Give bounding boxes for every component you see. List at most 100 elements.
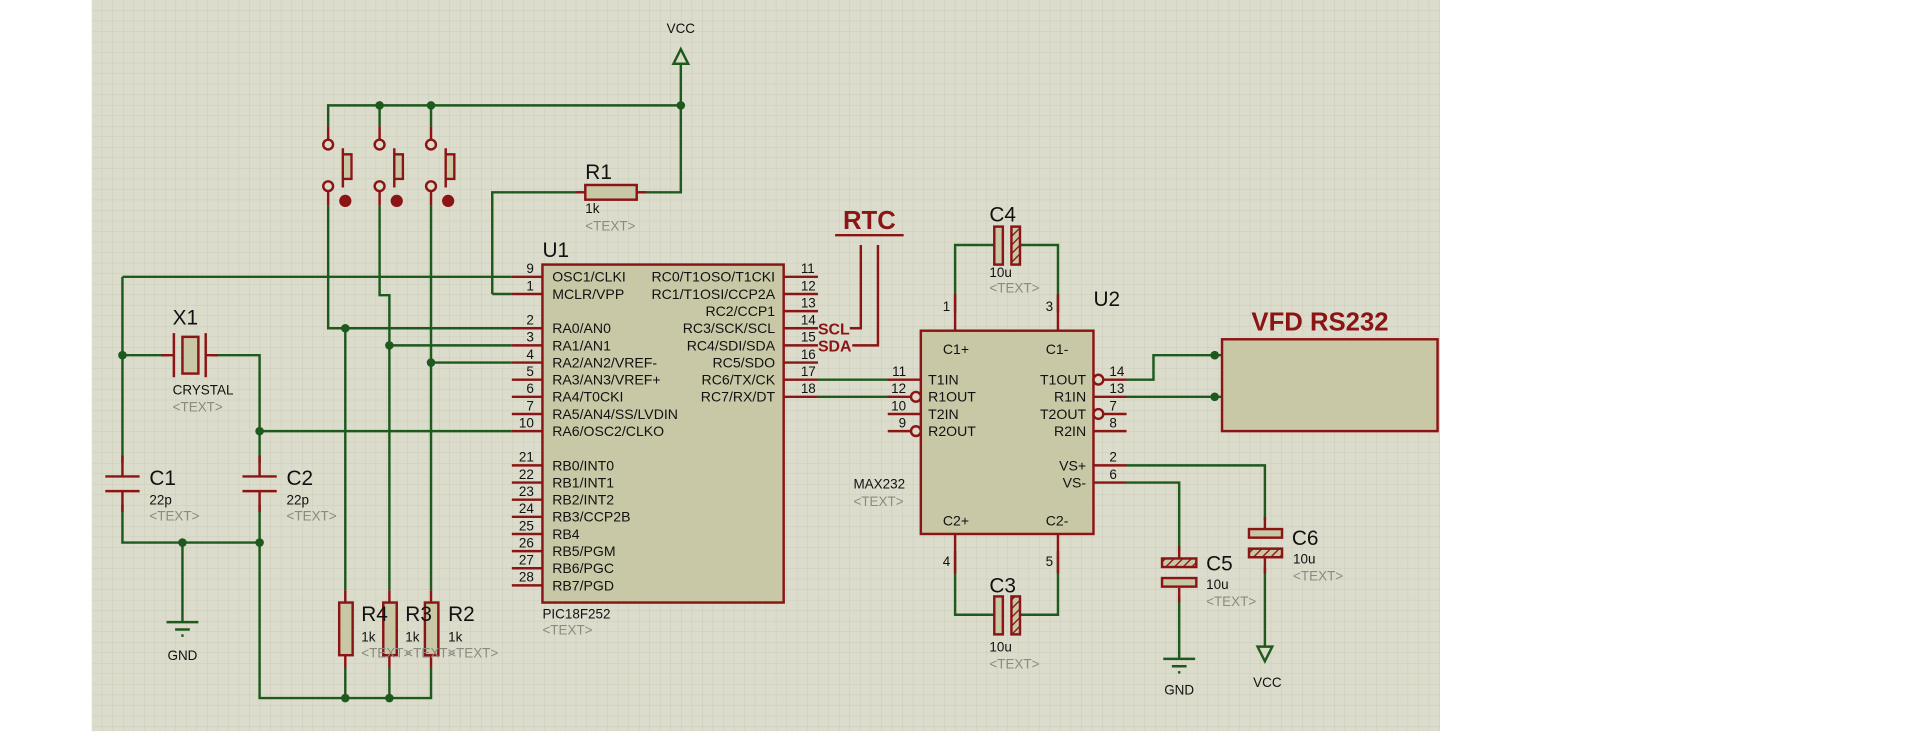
pin-number: 7 [1109,398,1116,413]
pin-number: 9 [526,261,533,276]
ic-u2[interactable]: 11T1IN12R1OUT10T2IN9R2OUT14T1OUT13R1IN7T… [853,288,1127,574]
pin-name: RB5/PGM [552,543,615,559]
pin-number: 25 [519,518,534,533]
sda-net-label: SDA [818,339,852,356]
capacitor-c1[interactable]: C1 22p <TEXT> [105,455,200,524]
pin-name: VS- [1063,474,1087,490]
gnd-right-label: GND [1164,682,1194,697]
pin-number: 4 [943,554,951,569]
pin-name: T2OUT [1040,406,1087,422]
pin-name: R2IN [1054,423,1086,439]
r3-value: 1k [405,630,419,645]
pin-name: RA4/T0CKI [552,389,623,405]
resistor-r4[interactable] [337,590,354,668]
pin-number: 28 [519,570,534,585]
capacitor-c6[interactable]: C6 10u <TEXT> [1247,516,1343,584]
inverter-bubble-icon [1092,373,1105,386]
pin-name: T2IN [928,406,959,422]
vcc-top-symbol: VCC [667,21,696,65]
pin-name: RA6/OSC2/CLKO [552,423,664,439]
pin-name: RC4/SDI/SDA [687,337,776,353]
pin-name: MCLR/VPP [552,286,624,302]
pin-number: 22 [519,467,534,482]
pin-name: RB1/INT1 [552,474,614,490]
capacitor-c2[interactable]: C2 22p <TEXT> [242,455,337,524]
pin-name: RC5/SDO [713,354,776,370]
actuator-icon [339,194,352,208]
pin-number: 1 [943,299,950,314]
inverter-bubble-icon [909,424,923,438]
pin-number: 4 [526,347,534,362]
pin-number: 18 [801,381,816,396]
resistor-r1[interactable] [575,183,647,201]
pin-number: 26 [519,535,534,550]
pin-number: 11 [892,364,906,379]
pin-name: C2- [1046,512,1069,528]
u1-text: <TEXT> [542,622,592,637]
c4-value: 10u [989,265,1011,280]
c1-text: <TEXT> [149,508,199,523]
vfd-rs232-module[interactable]: VFD RS232 [1220,309,1439,433]
capacitor-c3[interactable]: C3 10u <TEXT> [989,575,1039,672]
push-button[interactable] [322,126,353,208]
c5-text: <TEXT> [1206,594,1256,609]
capacitor-c5[interactable]: C5 10u <TEXT> [1160,546,1256,609]
pin-name: RC1/T1OSI/CCP2A [651,286,775,302]
resistor-labels: R1 1k <TEXT> R4 1k <TEXT> R3 1k <TEXT> R… [361,161,635,661]
pin-number: 14 [1109,364,1124,379]
pin-number: 12 [891,381,906,396]
resistor-r3[interactable] [382,590,398,668]
pin-name: RC3/SCK/SCL [683,320,775,336]
crystal-x1[interactable]: X1 CRYSTAL <TEXT> [161,307,234,415]
terminal-icon [322,138,335,151]
pin-number: 10 [519,415,534,430]
pin-name: RA1/AN1 [552,337,611,353]
pin-number: 3 [526,330,533,345]
push-button[interactable] [424,126,456,208]
r4-value: 1k [361,630,375,645]
terminal-icon [373,138,386,151]
pin-name: C1- [1046,341,1069,357]
terminal-icon [424,180,438,193]
vfd-label: VFD RS232 [1251,309,1388,337]
rtc-label: RTC [843,207,896,235]
capacitor-c4[interactable]: C4 10u <TEXT> [989,204,1039,296]
pin-name: RB3/CCP2B [552,509,630,525]
r3-ref: R3 [405,603,432,626]
inverter-bubble-icon [1092,407,1105,421]
pin-number: 24 [519,501,534,516]
push-button[interactable] [373,126,405,208]
pin-name: RC7/RX/DT [701,389,776,405]
c3-value: 10u [989,640,1011,655]
u1-ref: U1 [542,239,569,262]
pin-name: C2+ [943,512,969,528]
resistor-r2[interactable] [423,590,440,668]
pin-name: RB6/PGC [552,560,614,576]
pin-name: C1+ [943,341,969,357]
c4-ref: C4 [989,204,1016,227]
c6-value: 10u [1293,551,1315,566]
c5-value: 10u [1206,577,1228,592]
pin-name: VS+ [1059,457,1086,473]
vcc-top-label: VCC [667,21,696,36]
c3-ref: C3 [989,575,1016,598]
x1-ref: X1 [173,307,198,330]
pin-number: 16 [801,347,816,362]
c6-text: <TEXT> [1293,569,1343,584]
actuator-icon [442,194,455,208]
pin-number: 1 [526,278,533,293]
ic-u1[interactable]: 9OSC1/CLKI1MCLR/VPP2RA0/AN03RA1/AN14RA2/… [511,239,818,637]
pin-name: R1OUT [928,389,976,405]
c2-text: <TEXT> [287,508,337,523]
r2-ref: R2 [448,603,475,626]
pin-name: RB2/INT2 [552,492,614,508]
junctions [118,101,1219,703]
c3-text: <TEXT> [989,657,1039,672]
pin-number: 7 [526,398,533,413]
r4-text: <TEXT> [361,646,411,661]
rtc-connector[interactable]: RTC SCL SDA [818,207,904,356]
pin-name: RC6/TX/CK [702,372,776,388]
pin-number: 8 [1109,415,1116,430]
vcc-bottom-symbol: VCC [1253,645,1282,690]
